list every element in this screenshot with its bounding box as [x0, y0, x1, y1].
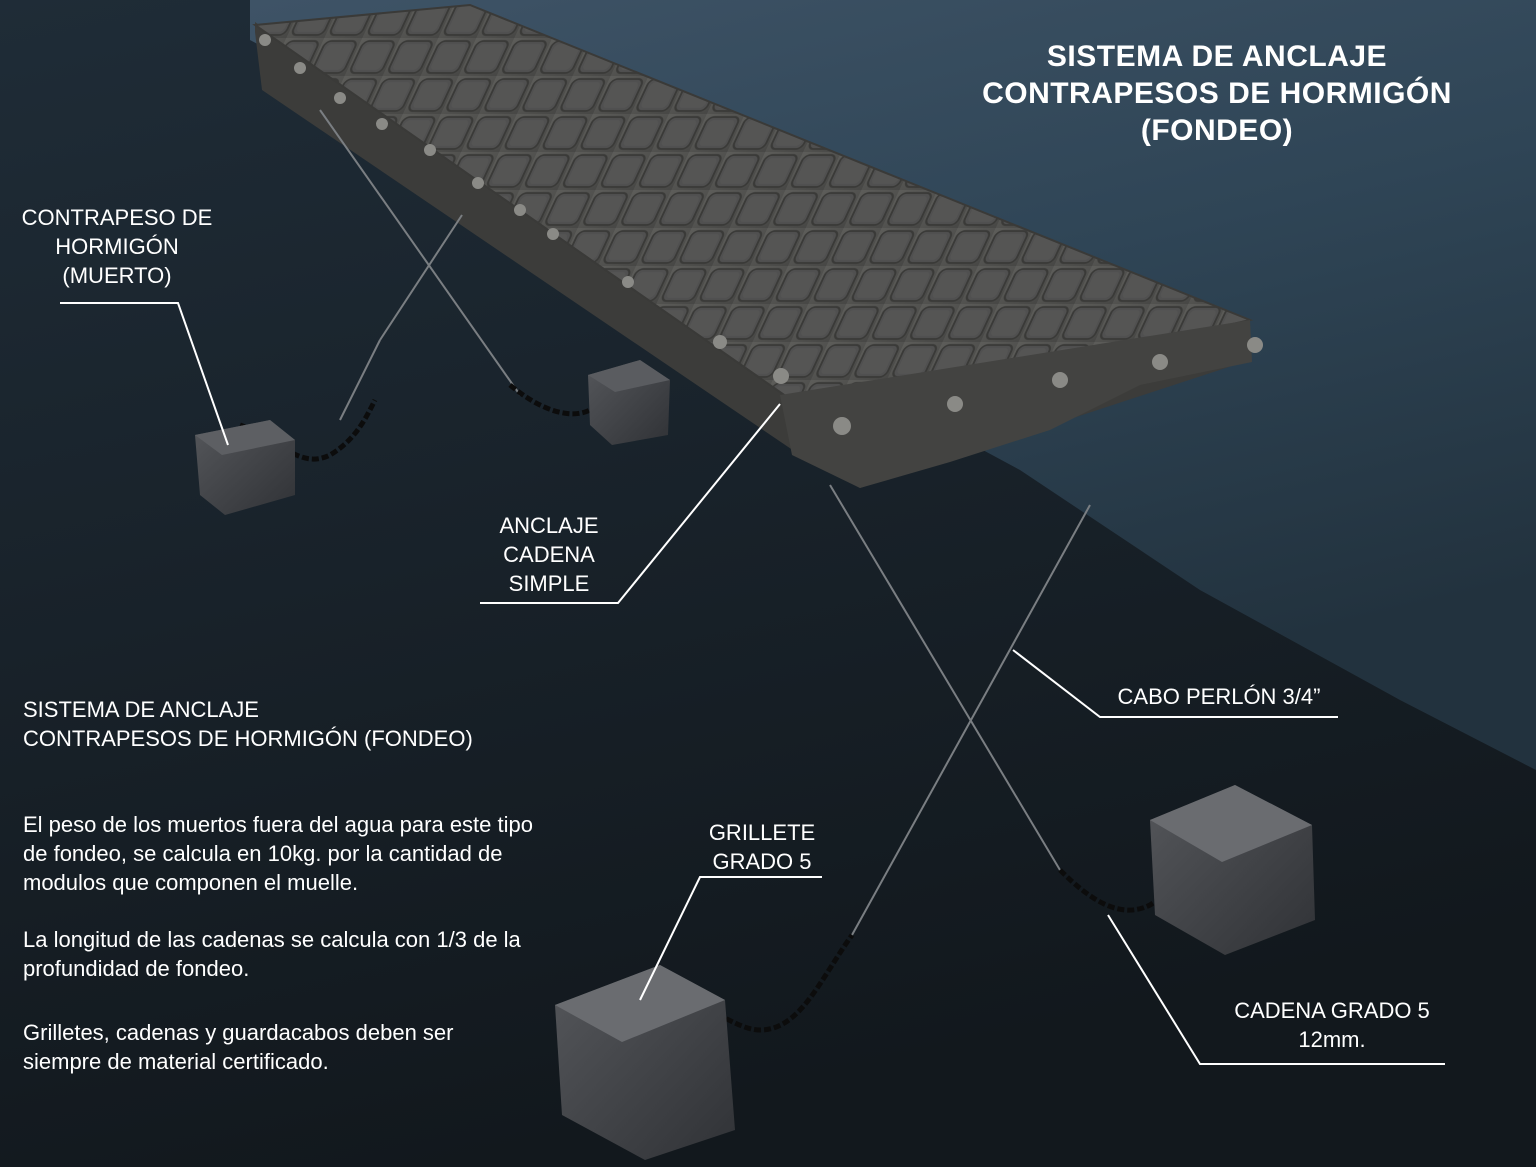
callout-contrapeso: CONTRAPESO DE HORMIGÓN (MUERTO): [12, 203, 222, 290]
description-paragraph-1: El peso de los muertos fuera del agua pa…: [23, 810, 533, 897]
ropes: [319, 109, 1091, 936]
paragraph-1-line-1: El peso de los muertos fuera del agua pa…: [23, 812, 533, 837]
description-heading-line-2: CONTRAPESOS DE HORMIGÓN (FONDEO): [23, 726, 473, 751]
dock-front: [780, 320, 1252, 488]
callout-cadena-line-1: CADENA GRADO 5: [1234, 998, 1430, 1023]
title-line-1: SISTEMA DE ANCLAJE: [1046, 40, 1388, 73]
callout-grillete-line-2: GRADO 5: [712, 849, 812, 874]
concrete-block-bottom: [555, 965, 735, 1160]
title-line-2: CONTRAPESOS DE HORMIGÓN: [982, 77, 1452, 110]
concrete-block-middle: [588, 360, 670, 445]
callout-cabo: CABO PERLÓN 3/4”: [1100, 682, 1338, 711]
paragraph-1-line-2: de fondeo, se calcula en 10kg. por la ca…: [23, 841, 503, 866]
callout-anclaje-line-1: ANCLAJE: [499, 513, 599, 538]
callout-contrapeso-line-2: HORMIGÓN: [55, 234, 179, 259]
leader-grillete: [639, 876, 822, 1001]
leader-contrapeso: [60, 302, 229, 446]
description-heading-line-1: SISTEMA DE ANCLAJE: [23, 697, 259, 722]
page-title: SISTEMA DE ANCLAJE CONTRAPESOS DE HORMIG…: [900, 38, 1534, 149]
leader-cadena: [1107, 914, 1445, 1065]
concrete-block-right: [1150, 785, 1315, 955]
title-line-3: (FONDEO): [1140, 114, 1294, 147]
paragraph-1-line-3: modulos que componen el muelle.: [23, 870, 359, 895]
description-paragraph-3: Grilletes, cadenas y guardacabos deben s…: [23, 1018, 453, 1076]
leader-anclaje: [480, 403, 781, 604]
paragraph-2-line-2: profundidad de fondeo.: [23, 956, 250, 981]
callout-anclaje-line-2: CADENA: [503, 542, 595, 567]
concrete-block-left: [195, 420, 295, 515]
callout-cadena-line-2: 12mm.: [1298, 1027, 1366, 1052]
description-paragraph-2: La longitud de las cadenas se calcula co…: [23, 925, 521, 983]
dock-side: [255, 22, 1250, 488]
paragraph-3-line-2: siempre de material certificado.: [23, 1049, 329, 1074]
callout-contrapeso-line-3: (MUERTO): [62, 263, 172, 288]
paragraph-3-line-1: Grilletes, cadenas y guardacabos deben s…: [23, 1020, 454, 1045]
callout-anclaje: ANCLAJE CADENA SIMPLE: [478, 511, 620, 598]
callout-grillete-line-1: GRILLETE: [708, 820, 816, 845]
leader-cabo: [1012, 649, 1338, 718]
leader-lines: [60, 302, 1445, 1065]
callout-grillete: GRILLETE GRADO 5: [700, 818, 824, 876]
callout-contrapeso-line-1: CONTRAPESO DE: [21, 205, 213, 230]
description-heading: SISTEMA DE ANCLAJE CONTRAPESOS DE HORMIG…: [23, 695, 473, 753]
callout-anclaje-line-3: SIMPLE: [508, 571, 590, 596]
callout-cabo-line-1: CABO PERLÓN 3/4”: [1117, 684, 1321, 709]
paragraph-2-line-1: La longitud de las cadenas se calcula co…: [23, 927, 521, 952]
callout-cadena: CADENA GRADO 5 12mm.: [1210, 996, 1454, 1054]
dock-cleats: [259, 34, 1263, 435]
